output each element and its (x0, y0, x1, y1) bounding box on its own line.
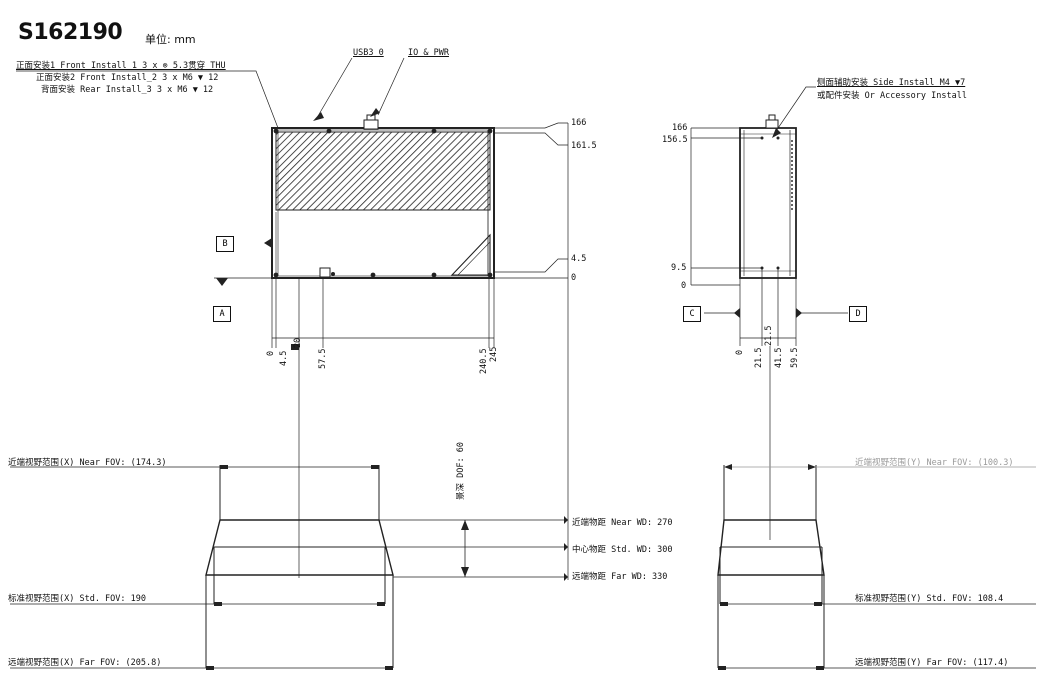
x-std-fov-label: 标准视野范围(X) Std. FOV: 190 (8, 594, 146, 604)
far-wd-label: 远端物距 Far WD: 330 (572, 572, 668, 582)
front-height-4-5: 4.5 (571, 254, 587, 264)
side-install-callout: 侧面辅助安装 Side Install M4 ▼7 (817, 78, 966, 88)
side-height-166: 166 (672, 123, 688, 133)
side-width-21-5-a: 21.5 (754, 347, 764, 368)
side-height-9-5: 9.5 (671, 263, 687, 273)
y-std-fov-label: 标准视野范围(Y) Std. FOV: 108.4 (855, 594, 1004, 604)
front-width-245: 245 (489, 346, 499, 362)
io-pwr-callout: IO & PWR (408, 48, 449, 58)
side-width-0: 0 (735, 349, 745, 355)
dof-label: 景深 DOF: 60 (456, 442, 466, 500)
front-window-hatch (275, 131, 491, 211)
rear-install-callout: 背面安装 Rear Install_3 3 x M6 ▼ 12 (41, 85, 214, 95)
near-wd-label: 近端物距 Near WD: 270 (572, 518, 673, 528)
front-height-166: 166 (571, 118, 587, 128)
side-height-156-5: 156.5 (662, 135, 688, 145)
front-width-240-5: 240.5 (479, 348, 489, 374)
front-width-0: 0 (266, 350, 276, 356)
x-near-fov-label: 近端视野范围(X) Near FOV: (174.3) (8, 458, 167, 468)
front-view (271, 114, 495, 279)
y-near-fov-label: 近端视野范围(Y) Near FOV: (100.3) (855, 458, 1014, 468)
side-housing-outline (739, 127, 797, 279)
std-wd-label: 中心物距 Std. WD: 300 (572, 545, 673, 555)
front-height-0: 0 (571, 273, 577, 283)
side-height-0: 0 (681, 281, 687, 291)
unit-label: 单位: mm (145, 33, 196, 46)
front-height-161-5: 161.5 (571, 141, 597, 151)
fov-x-diagram (10, 465, 568, 669)
datum-c: C (683, 306, 701, 322)
y-far-fov-label: 远端视野范围(Y) Far FOV: (117.4) (855, 658, 1009, 668)
fov-y-diagram (717, 465, 1036, 669)
side-view (739, 114, 797, 279)
x-far-fov-label: 远端视野范围(X) Far FOV: (205.8) (8, 658, 162, 668)
io-connector (363, 119, 379, 130)
front-install-2-callout: 正面安装2 Front Install_2 3 x M6 ▼ 12 (36, 73, 219, 83)
front-install-1-callout: 正面安装1 Front Install_1 3 x ⊗ 5.3贯穿 THU (16, 61, 226, 71)
usb3-callout: USB3 0 (353, 48, 384, 58)
datum-d: D (849, 306, 867, 322)
front-bracket (450, 233, 491, 276)
front-mount-holes (273, 128, 493, 278)
front-width-20: 20 (293, 337, 303, 348)
front-width-4-5: 4.5 (279, 350, 289, 366)
front-width-57-5: 57.5 (318, 348, 328, 369)
side-width-59-5: 59.5 (790, 347, 800, 368)
datum-a: A (213, 306, 231, 322)
datum-b: B (216, 236, 234, 252)
side-width-41-5: 41.5 (774, 347, 784, 368)
side-width-21-5-b: 21.5 (764, 325, 774, 346)
front-housing-outline (271, 127, 495, 279)
part-number: S162190 (18, 20, 123, 45)
accessory-install-callout: 或配件安装 Or Accessory Install (817, 91, 967, 101)
side-connector (765, 119, 779, 129)
